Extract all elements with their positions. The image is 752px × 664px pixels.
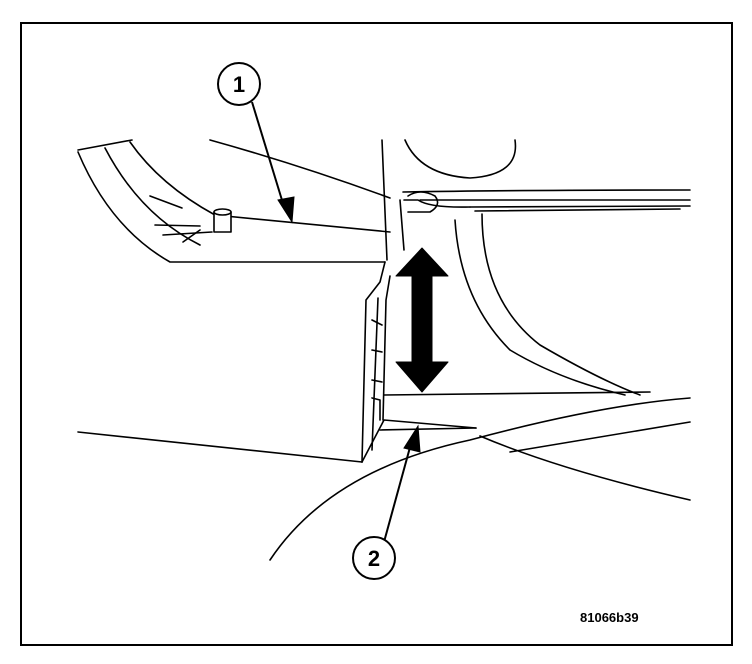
up-down-arrow-icon [395, 247, 449, 393]
line-art [77, 139, 691, 561]
callout-1-label: 1 [233, 72, 245, 97]
figure-id: 81066b39 [580, 610, 639, 625]
leader-arrow-icon [383, 424, 421, 543]
leader-arrow-icon [251, 101, 295, 224]
callout-2: 2 [352, 536, 396, 580]
callout-2-label: 2 [368, 546, 380, 571]
callout-1: 1 [217, 62, 261, 106]
